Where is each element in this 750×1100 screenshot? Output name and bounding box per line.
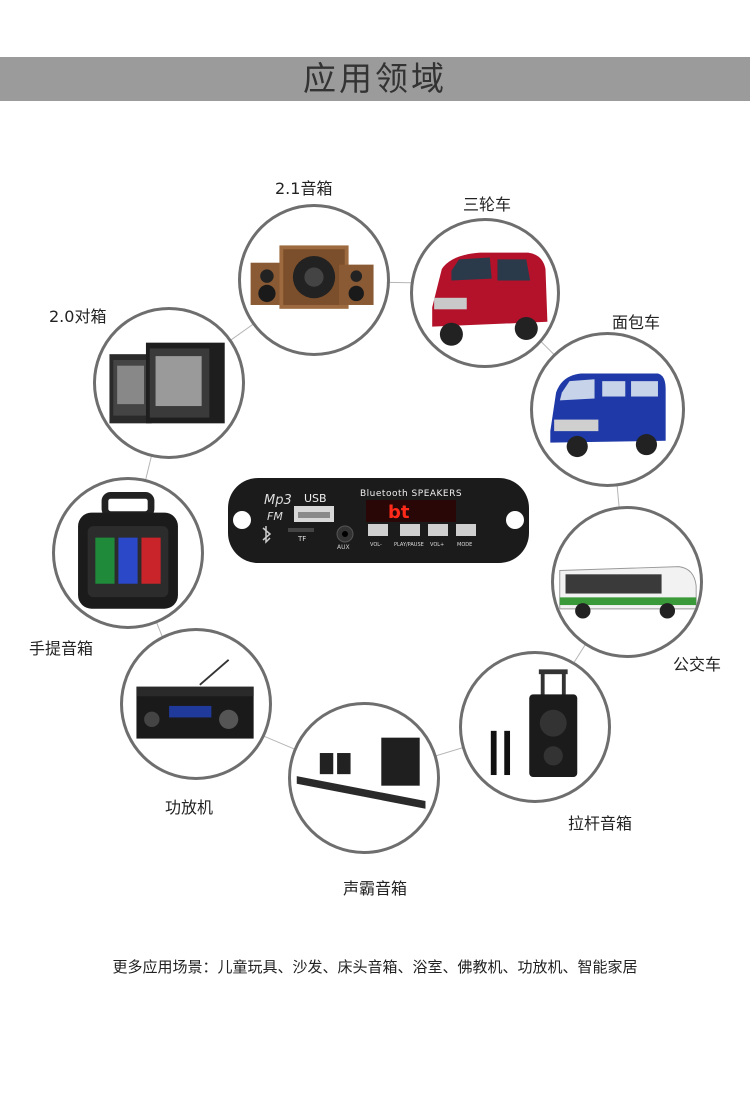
speaker-pair-circle	[93, 307, 245, 459]
bluetooth-mp3-module: Mp3 FM USB TF AUX Bluetooth SPEAKERS bt …	[228, 478, 529, 563]
tf-slot	[288, 528, 314, 532]
soundbar-icon	[296, 737, 426, 809]
left-mount-hole	[233, 511, 251, 529]
bus-icon	[559, 566, 697, 619]
page-title: 应用领域	[303, 59, 447, 98]
play-pause-label: PLAY/PAUSE	[394, 542, 424, 548]
label-trolley-speaker: 拉杆音箱	[568, 814, 633, 833]
mode-button[interactable]	[456, 524, 476, 536]
speaker-2-1-circle	[238, 204, 390, 356]
amplifier-circle	[120, 628, 272, 780]
van-icon	[550, 373, 666, 458]
speaker-2-1-icon	[250, 245, 374, 309]
label-portable-speaker: 手提音箱	[29, 639, 94, 658]
amplifier-icon	[136, 659, 254, 739]
mp3-label: Mp3	[264, 493, 292, 508]
vol-up-label: VOL+	[430, 542, 444, 548]
led-display	[366, 500, 456, 522]
label-van: 面包车	[612, 313, 661, 332]
display-text: bt	[388, 502, 410, 523]
trolley-speaker-icon	[490, 669, 578, 777]
label-tricycle: 三轮车	[463, 195, 512, 214]
van-circle	[530, 332, 685, 487]
label-bus: 公交车	[673, 655, 722, 674]
bus-circle	[551, 506, 703, 658]
right-mount-hole	[506, 511, 524, 529]
label-amplifier: 功放机	[165, 798, 214, 817]
fm-label: FM	[267, 510, 283, 523]
label-speaker-2-1: 2.1音箱	[275, 179, 333, 198]
tricycle-circle	[410, 218, 560, 368]
bluetooth-speakers-label: Bluetooth SPEAKERS	[360, 489, 462, 499]
speaker-pair-icon	[109, 342, 225, 424]
usb-label: USB	[304, 492, 327, 505]
bluetooth-icon	[262, 526, 272, 544]
label-speaker-pair: 2.0对箱	[49, 307, 107, 326]
mode-label: MODE	[457, 542, 472, 548]
tf-label: TF	[297, 535, 306, 543]
tricycle-icon	[432, 252, 548, 346]
vol-down-label: VOL-	[370, 542, 382, 548]
vol-up-button[interactable]	[428, 524, 448, 536]
header-banner	[0, 57, 750, 101]
portable-speaker-circle	[52, 477, 204, 629]
aux-label: AUX	[337, 544, 350, 551]
footer-text: 更多应用场景：儿童玩具、沙发、床头音箱、浴室、佛教机、功放机、智能家居	[112, 958, 638, 976]
soundbar-circle	[288, 702, 440, 854]
trolley-speaker-circle	[459, 651, 611, 803]
play-pause-button[interactable]	[400, 524, 420, 536]
label-soundbar: 声霸音箱	[343, 879, 408, 898]
vol-down-button[interactable]	[368, 524, 388, 536]
portable-speaker-icon	[78, 492, 178, 609]
